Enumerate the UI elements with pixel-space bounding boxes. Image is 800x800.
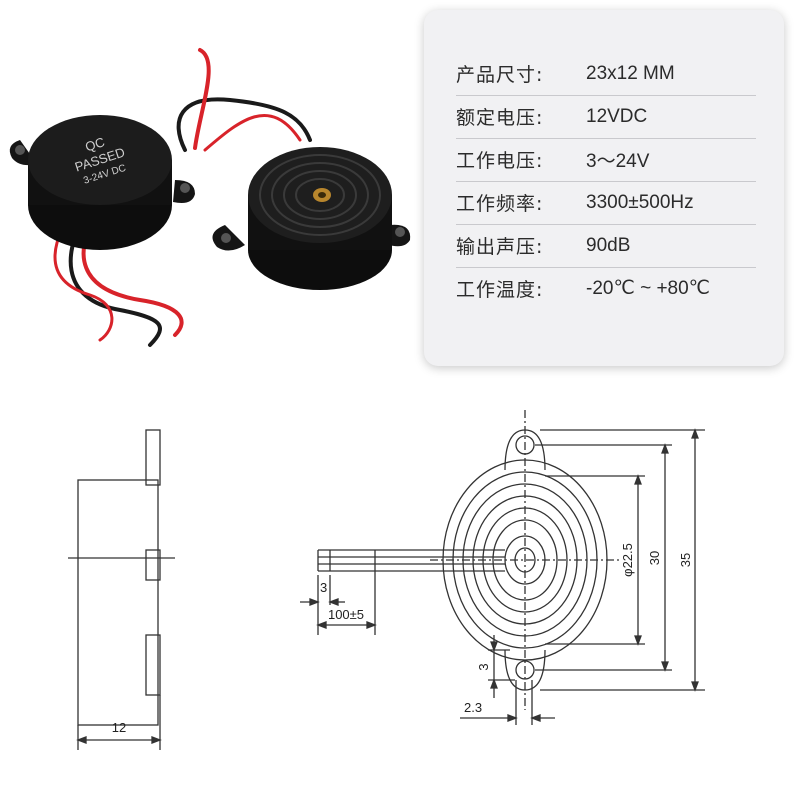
dim-hole-pitch: 30 — [647, 551, 662, 565]
dim-lead-length: 100±5 — [328, 607, 364, 622]
spec-row-working-voltage: 工作电压: 3～24V — [456, 138, 756, 182]
spec-value: 3～24V — [586, 151, 650, 172]
dim-hole: 2.3 — [464, 700, 482, 715]
technical-drawing: 12 3 100±5 — [68, 410, 705, 750]
spec-row-frequency: 工作频率: 3300±500Hz — [456, 181, 756, 225]
spec-label: 输出声压: — [456, 236, 544, 258]
spec-label: 额定电压: — [456, 107, 544, 129]
left-buzzer: QC PASSED 3-24V DC — [9, 115, 195, 250]
right-buzzer-wires — [176, 48, 312, 152]
right-buzzer — [212, 147, 411, 290]
spec-value: -20℃ ~ +80℃ — [586, 278, 711, 299]
side-view: 12 — [68, 429, 175, 750]
spec-label: 工作温度: — [456, 279, 544, 301]
front-view — [430, 410, 620, 710]
dim-tab-depth: 3 — [476, 663, 491, 670]
dim-overall: 35 — [678, 553, 693, 567]
spec-label: 产品尺寸: — [456, 64, 544, 86]
spec-card: 产品尺寸: 23x12 MM 额定电压: 12VDC 工作电压: 3～24V 工… — [424, 10, 784, 366]
spec-row-temperature: 工作温度: -20℃ ~ +80℃ — [456, 267, 756, 310]
spec-value: 23x12 MM — [586, 62, 675, 84]
dim-side-width: 12 — [112, 720, 126, 735]
spec-row-rated-voltage: 额定电压: 12VDC — [456, 95, 756, 139]
product-photo: QC PASSED 3-24V DC — [9, 48, 411, 347]
spec-value: 12VDC — [586, 105, 648, 127]
spec-row-sound-pressure: 输出声压: 90dB — [456, 224, 756, 268]
spec-label: 工作频率: — [456, 193, 544, 215]
spec-label: 工作电压: — [456, 150, 544, 172]
dim-diameter: φ22.5 — [620, 543, 635, 577]
front-dimensions: 35 30 φ22.5 3 2.3 — [460, 428, 705, 725]
spec-value: 3300±500Hz — [586, 191, 694, 213]
dim-strip-length: 3 — [320, 580, 327, 595]
buzzer-print-qc: QC — [83, 134, 106, 154]
spec-row-size: 产品尺寸: 23x12 MM — [456, 52, 756, 96]
spec-value: 90dB — [586, 234, 631, 256]
